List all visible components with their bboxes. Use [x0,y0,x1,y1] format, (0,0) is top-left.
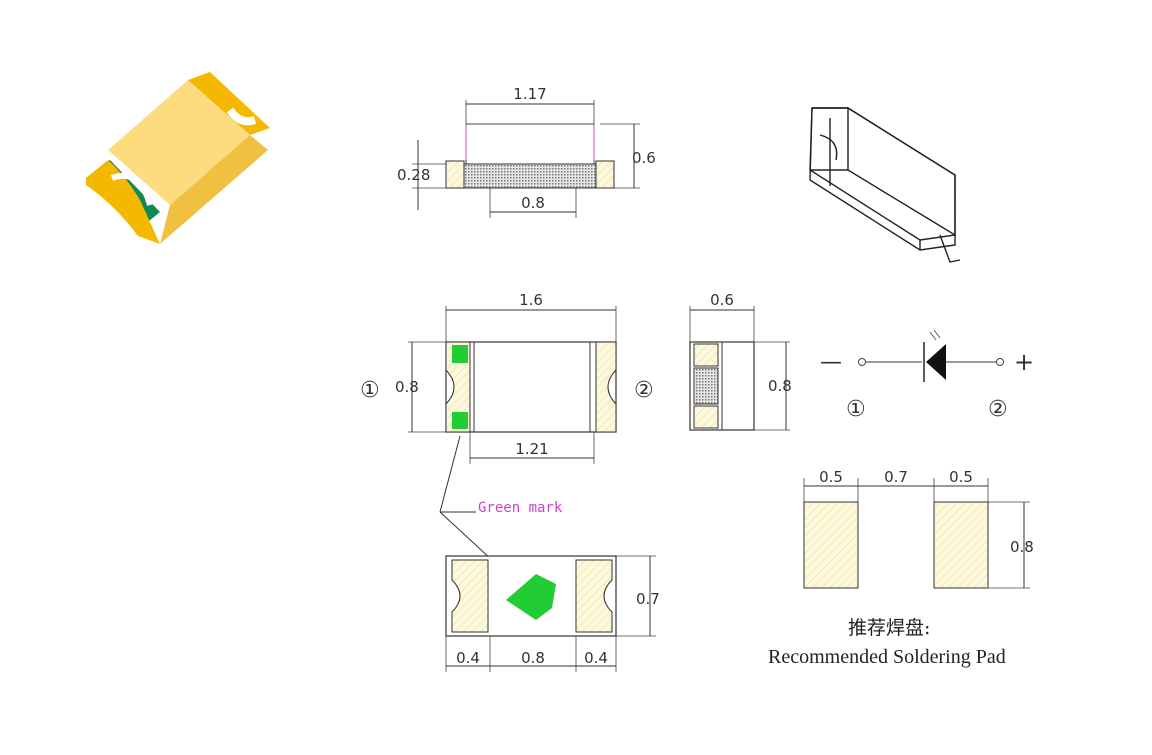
bottom-green-mark [506,574,556,620]
side-resin [693,367,719,405]
symbol-minus: — [820,350,842,375]
dim-pad-gap: 0.7 [884,468,908,486]
dim-front-width: 0.8 [395,378,419,396]
symbol-plus: + [1014,348,1034,376]
substrate [445,163,615,189]
isometric-led-illustration [86,72,270,244]
dim-side-width: 0.6 [710,291,734,309]
green-mark-top [452,345,468,363]
diode-symbol: — + ① ② [820,329,1034,422]
green-mark-label: Green mark [478,500,563,516]
dim-front-inner: 1.21 [515,440,548,458]
side-pad-bottom [693,405,719,429]
dim-bottom-height: 0.7 [636,590,660,608]
iso-body [108,80,250,205]
wireframe-3d-view [809,106,961,263]
pin-1-label: ① [360,378,380,403]
green-mark-callout: Green mark [439,435,563,585]
profile-view: 1.17 0.6 0.28 0.8 [397,85,656,218]
dim-profile-height: 0.6 [632,149,656,167]
bottom-pad-right [575,559,613,633]
dim-pad-height: 0.8 [1010,538,1034,556]
symbol-pin-1: ① [846,397,866,422]
resin-dome [465,123,595,165]
pad-right-profile [595,160,615,189]
dim-bottom-left: 0.4 [456,649,480,667]
soldering-caption-en: Recommended Soldering Pad [768,646,1006,668]
pin-2-label: ② [634,378,654,403]
dim-front-length: 1.6 [519,291,543,309]
side-pad-top [693,343,719,367]
green-mark-bottom [452,412,468,429]
dim-profile-base: 0.28 [397,166,430,184]
iso-notch [226,107,257,126]
soldering-pad-view: 0.5 0.7 0.5 0.8 推荐焊盘: Recommended Solder… [768,468,1034,668]
iso-pad-left [86,160,160,244]
solder-pad-right [933,501,989,589]
dim-bottom-mid: 0.8 [521,649,545,667]
dim-side-height: 0.8 [768,377,792,395]
iso-arc-mark [110,172,153,206]
dim-bottom-right: 0.4 [584,649,608,667]
solder-pad-left [803,501,859,589]
dim-pad-right: 0.5 [949,468,973,486]
dim-profile-width: 1.17 [513,85,546,103]
front-pad-right [595,341,617,433]
front-view: 1.6 0.8 ① ② 1.21 [360,291,654,464]
pad-left-profile [445,160,465,189]
soldering-caption-cn: 推荐焊盘: [848,617,930,639]
symbol-pin-2: ② [988,397,1008,422]
side-view: 0.6 0.8 [689,291,792,431]
diode-triangle [926,344,946,380]
bottom-pad-left [451,559,489,633]
iso-body-side [160,135,268,244]
front-pad-left [445,341,471,433]
dim-profile-bottom: 0.8 [521,194,545,212]
dim-pad-left: 0.5 [819,468,843,486]
bottom-view: 0.7 0.4 0.8 0.4 [445,555,660,672]
